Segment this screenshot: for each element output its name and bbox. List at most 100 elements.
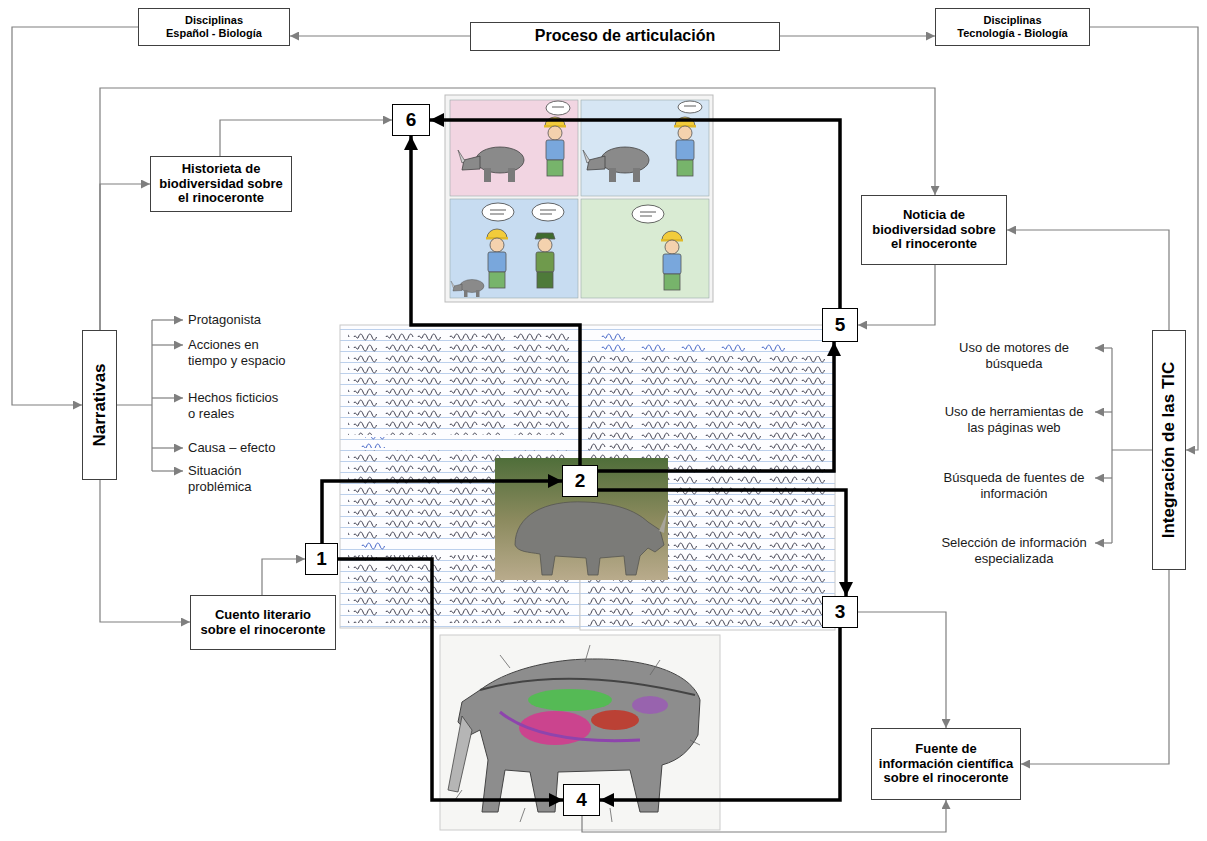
sequence-arrow: [338, 559, 563, 800]
rhino-horn: [448, 716, 472, 792]
comic-panel: [450, 199, 578, 298]
ict-use-item: Uso de motores de búsqueda: [938, 340, 1090, 371]
narrative-element: Situación problémica: [188, 463, 298, 494]
step-number: 5: [835, 314, 846, 336]
rhino-silhouette: [515, 502, 664, 575]
narrative-bracket: [117, 320, 183, 471]
sequence-arrow: [322, 481, 562, 543]
bracket-arrow: [1095, 542, 1112, 543]
organ-tract: [500, 712, 640, 741]
bracket-arrow: [1095, 411, 1112, 412]
worker-figure: [486, 229, 508, 288]
narrative-element: Causa – efecto: [188, 440, 318, 456]
box-text: Historieta de biodiversidad sobre el rin…: [157, 162, 285, 207]
bracket-arrow: [152, 470, 183, 471]
ict-use-item: Uso de herramientas de las páginas web: [938, 404, 1090, 435]
ict-use-item: Búsqueda de fuentes de información: [938, 470, 1090, 501]
comic-panel: [581, 199, 709, 298]
product-box: Fuente de información científica sobre e…: [871, 728, 1021, 800]
bracket-line: [1112, 348, 1152, 543]
step-number-box: 5: [822, 308, 858, 342]
process-title-box: Proceso de articulación: [470, 22, 780, 51]
comic-frame: [445, 95, 713, 302]
speech-bubble: [632, 205, 664, 223]
sequence-arrow: [411, 136, 580, 465]
box-text: Fuente de información científica sobre e…: [878, 742, 1014, 787]
bracket-arrow: [152, 344, 183, 345]
speech-bubble: [532, 203, 564, 221]
organ: [528, 689, 612, 711]
ict-use-item: Selección de información especializada: [938, 535, 1090, 566]
product-box: Noticia de biodiversidad sobre el rinoce…: [861, 195, 1007, 265]
step-number: 6: [406, 109, 417, 131]
link-arrow: [1007, 230, 1169, 330]
box-text: Disciplinas Tecnología - Biología: [955, 14, 1070, 39]
step-number-box: 6: [392, 104, 430, 136]
link-arrow: [100, 480, 190, 622]
narrative-element: Acciones en tiempo y espacio: [188, 337, 292, 368]
photo-ground: [495, 458, 668, 580]
bracket-arrow: [1095, 477, 1112, 478]
link-arrow: [262, 559, 305, 595]
comic-panel: [450, 100, 578, 196]
sequence-arrow: [598, 490, 846, 596]
step-number: 4: [576, 789, 587, 811]
speech-bubble: [482, 203, 514, 221]
rhino-photo: [495, 458, 668, 580]
discipline-box: Disciplinas Español - Biología: [138, 8, 290, 46]
bracket-arrow: [152, 447, 183, 448]
box-text: Cuento literario sobre el rinoceronte: [197, 608, 329, 638]
box-text: Noticia de biodiversidad sobre el rinoce…: [868, 208, 1000, 253]
organ: [591, 710, 639, 730]
link-arrow: [858, 265, 935, 325]
rhino-figure: [458, 147, 524, 182]
link-arrow: [780, 35, 935, 36]
step-number-box: 2: [562, 465, 598, 497]
link-arrow: [858, 612, 946, 728]
step-number: 3: [835, 601, 846, 623]
title-text: Proceso de articulación: [535, 27, 716, 45]
bracket-arrow: [152, 319, 183, 320]
step-number: 2: [575, 470, 586, 492]
bubble-scribble: [490, 106, 696, 216]
leader-scribble: [455, 645, 700, 822]
link-arrow: [220, 120, 392, 156]
product-box: Historieta de biodiversidad sobre el rin…: [150, 156, 292, 212]
category-box: Narrativas: [82, 330, 117, 480]
bracket-arrow: [1095, 347, 1112, 348]
product-box: Cuento literario sobre el rinoceronte: [190, 595, 336, 650]
discipline-box: Disciplinas Tecnología - Biología: [935, 8, 1090, 46]
narrative-element: Protagonista: [188, 312, 318, 328]
link-arrow: [100, 88, 935, 330]
rhino-figure: [451, 280, 484, 298]
police-figure: [535, 233, 555, 288]
step-number-box: 1: [305, 543, 338, 575]
sequence-arrow: [600, 628, 840, 800]
step-number-box: 4: [563, 784, 600, 816]
handwriting: [348, 437, 388, 448]
category-box: Integración de las TIC: [1152, 330, 1186, 570]
link-arrow: [290, 35, 470, 36]
link-arrow: [100, 184, 150, 330]
link-arrow: [582, 800, 946, 832]
handwriting: [348, 330, 573, 435]
rhino-figure: [583, 147, 649, 182]
worker-figure: [674, 117, 696, 176]
bracket-arrow: [152, 397, 183, 398]
ict-bracket: [1095, 348, 1152, 543]
rhino-horn: [659, 512, 667, 533]
speech-bubble: [546, 101, 570, 115]
step-number-box: 3: [822, 596, 858, 628]
sequence-arrow: [430, 120, 840, 308]
comic-illustration: [445, 95, 713, 302]
sequence-arrow: [598, 342, 834, 471]
narrative-element: Hechos ficticios o reales: [188, 390, 284, 421]
link-arrow: [12, 27, 138, 405]
organ: [632, 696, 668, 714]
handwriting: [588, 330, 628, 341]
handwriting: [348, 542, 396, 553]
speech-bubble: [678, 101, 702, 113]
worker-figure: [661, 231, 683, 290]
category-text: Narrativas: [90, 363, 110, 446]
